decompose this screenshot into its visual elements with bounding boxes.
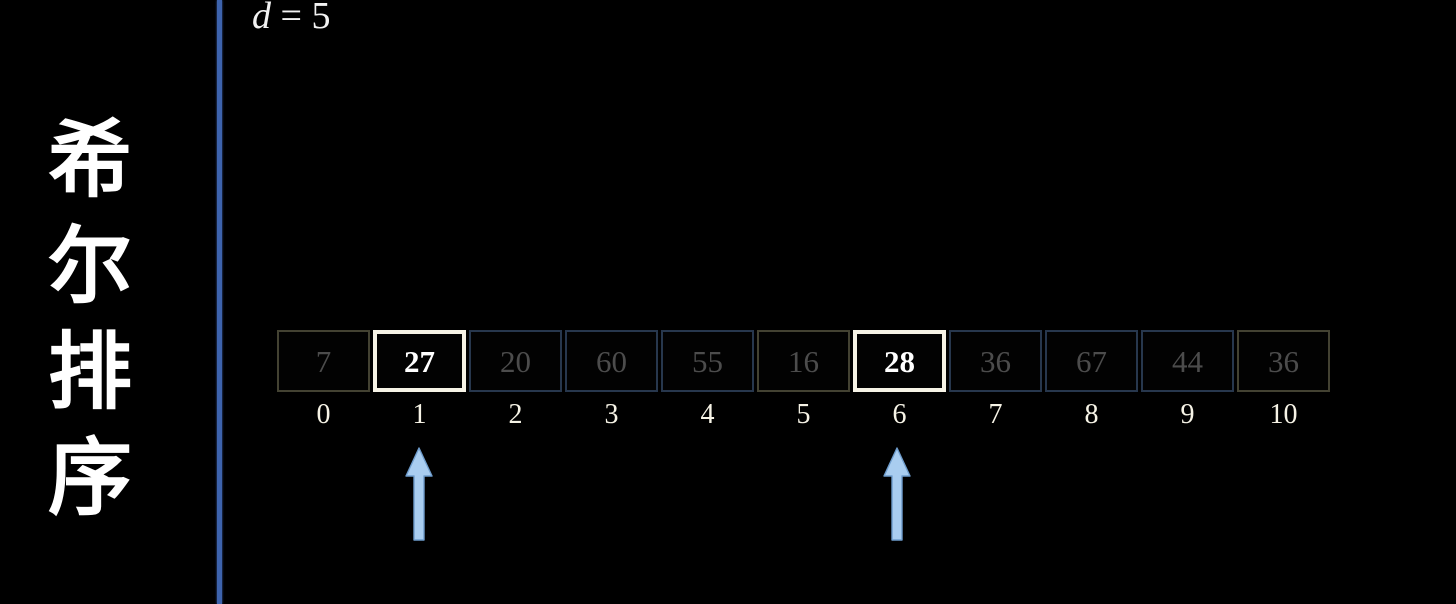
array-cell-value: 27 bbox=[404, 343, 435, 379]
array-index-2: 2 bbox=[508, 399, 523, 430]
arrow-up-icon-index-1 bbox=[404, 446, 434, 542]
array-cell-3[interactable]: 60 bbox=[565, 330, 658, 392]
array-cell-7[interactable]: 36 bbox=[949, 330, 1042, 392]
array-index-1: 1 bbox=[412, 399, 427, 430]
array-cell-8[interactable]: 67 bbox=[1045, 330, 1138, 392]
array-index-6: 6 bbox=[892, 399, 907, 430]
vertical-title: 希 尔 排 序 bbox=[0, 118, 180, 520]
formula-operator: = bbox=[280, 0, 302, 37]
arrow-up-icon-index-6 bbox=[882, 446, 912, 542]
array-index-3: 3 bbox=[604, 399, 619, 430]
array-cell-2[interactable]: 20 bbox=[469, 330, 562, 392]
array-cell-4[interactable]: 55 bbox=[661, 330, 754, 392]
array-index-7: 7 bbox=[988, 399, 1003, 430]
title-char-3: 排 bbox=[47, 325, 132, 419]
array-cell-9[interactable]: 44 bbox=[1141, 330, 1234, 392]
array-visualization: 7 27 20 60 55 16 28 36 6 bbox=[277, 330, 1333, 392]
array-cell-10[interactable]: 36 bbox=[1237, 330, 1330, 392]
gap-formula: d = 5 bbox=[252, 0, 330, 38]
array-cell-value: 16 bbox=[788, 343, 819, 379]
title-char-4: 序 bbox=[47, 431, 132, 525]
array-index-4: 4 bbox=[700, 399, 715, 430]
vertical-divider bbox=[217, 0, 222, 604]
array-cell-value: 36 bbox=[1268, 343, 1299, 379]
array-cell-value: 44 bbox=[1172, 343, 1203, 379]
array-index-0: 0 bbox=[316, 399, 331, 430]
array-cell-value: 28 bbox=[884, 343, 915, 379]
array-cell-value: 67 bbox=[1076, 343, 1107, 379]
array-cell-value: 7 bbox=[315, 343, 332, 379]
array-row: 7 27 20 60 55 16 28 36 6 bbox=[277, 330, 1333, 392]
array-cell-value: 20 bbox=[500, 343, 531, 379]
array-cell-0[interactable]: 7 bbox=[277, 330, 370, 392]
title-char-1: 希 bbox=[47, 113, 132, 207]
array-cell-value: 55 bbox=[692, 343, 723, 379]
formula-value: 5 bbox=[311, 0, 331, 37]
array-cell-6[interactable]: 28 bbox=[853, 330, 946, 392]
title-char-2: 尔 bbox=[47, 219, 132, 313]
array-cell-5[interactable]: 16 bbox=[757, 330, 850, 392]
array-index-row: 0 1 2 3 4 5 6 7 8 9 10 bbox=[277, 400, 1333, 430]
array-index-8: 8 bbox=[1084, 399, 1099, 430]
array-cell-value: 36 bbox=[980, 343, 1011, 379]
title-panel: 希 尔 排 序 bbox=[0, 0, 217, 604]
array-index-5: 5 bbox=[796, 399, 811, 430]
array-index-9: 9 bbox=[1180, 399, 1195, 430]
array-index-10: 10 bbox=[1269, 399, 1298, 430]
formula-variable: d bbox=[252, 0, 271, 37]
array-cell-1[interactable]: 27 bbox=[373, 330, 466, 392]
array-cell-value: 60 bbox=[596, 343, 627, 379]
